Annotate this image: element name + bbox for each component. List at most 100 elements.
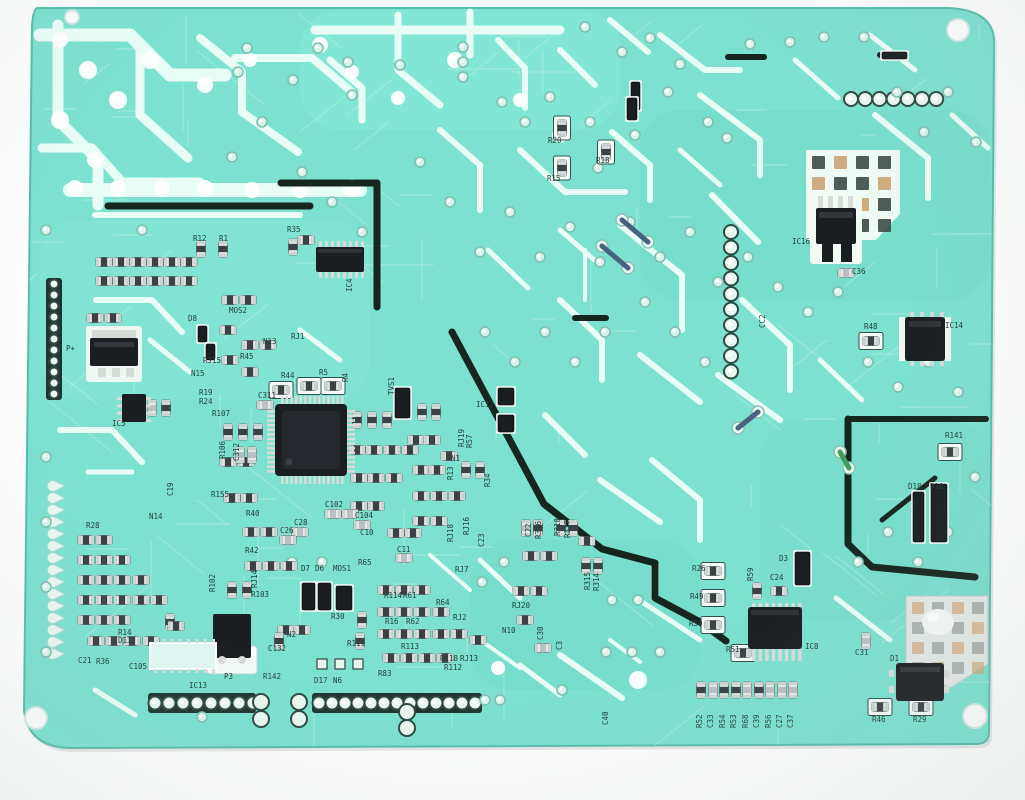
svg-text:C19: C19 xyxy=(166,482,175,496)
svg-text:RJ1: RJ1 xyxy=(291,332,305,341)
svg-text:D1: D1 xyxy=(890,654,899,663)
svg-text:R34: R34 xyxy=(483,473,492,487)
svg-text:R318: R318 xyxy=(553,517,562,536)
svg-text:RJ14: RJ14 xyxy=(250,569,259,588)
svg-text:CC2: CC2 xyxy=(758,314,767,328)
svg-text:R26: R26 xyxy=(692,564,706,573)
svg-text:RJ18: RJ18 xyxy=(446,523,455,542)
svg-text:N2: N2 xyxy=(287,630,296,639)
svg-text:R155: R155 xyxy=(211,490,229,499)
svg-text:N10: N10 xyxy=(502,626,516,635)
svg-text:R16: R16 xyxy=(385,617,399,626)
svg-text:R19: R19 xyxy=(199,388,213,397)
svg-text:R106: R106 xyxy=(218,440,227,459)
svg-text:R62: R62 xyxy=(406,617,420,626)
svg-text:N14: N14 xyxy=(149,512,163,521)
svg-text:D8: D8 xyxy=(188,314,198,323)
svg-text:R56: R56 xyxy=(764,714,773,728)
svg-text:C105: C105 xyxy=(129,662,147,671)
svg-text:D18: D18 xyxy=(908,482,922,491)
svg-text:R30: R30 xyxy=(331,612,345,621)
svg-text:MOS2: MOS2 xyxy=(229,306,247,315)
svg-text:TVS1: TVS1 xyxy=(387,377,396,395)
svg-text:N1: N1 xyxy=(451,454,460,463)
svg-text:R102: R102 xyxy=(208,574,217,592)
svg-text:RJ16: RJ16 xyxy=(462,516,471,535)
svg-text:R315: R315 xyxy=(583,572,592,590)
svg-text:IC5: IC5 xyxy=(112,419,126,428)
svg-text:C31: C31 xyxy=(855,648,869,657)
svg-text:IC8: IC8 xyxy=(805,642,819,651)
svg-text:R141: R141 xyxy=(945,431,963,440)
svg-text:R111: R111 xyxy=(347,639,365,648)
svg-text:C3: C3 xyxy=(555,641,564,650)
svg-text:R112: R112 xyxy=(444,663,462,672)
svg-text:R18: R18 xyxy=(596,156,610,165)
svg-text:R52: R52 xyxy=(695,714,704,728)
svg-text:RJ7: RJ7 xyxy=(455,565,469,574)
svg-text:R314: R314 xyxy=(592,572,601,591)
svg-text:C312: C312 xyxy=(232,443,241,461)
svg-text:R316: R316 xyxy=(534,520,543,539)
svg-text:C102: C102 xyxy=(325,500,343,509)
svg-text:C40: C40 xyxy=(601,711,610,725)
svg-text:C30: C30 xyxy=(536,626,545,640)
svg-text:R15: R15 xyxy=(547,174,561,183)
svg-text:R103: R103 xyxy=(251,590,269,599)
svg-text:C24: C24 xyxy=(770,573,784,582)
svg-text:C11: C11 xyxy=(397,545,411,554)
svg-text:MOS1: MOS1 xyxy=(333,564,351,573)
svg-text:R40: R40 xyxy=(246,509,260,518)
svg-text:RJ19: RJ19 xyxy=(457,429,466,447)
svg-text:C104: C104 xyxy=(355,511,374,520)
svg-text:R46: R46 xyxy=(872,715,886,724)
svg-text:R113: R113 xyxy=(401,642,419,651)
svg-text:R61: R61 xyxy=(403,591,417,600)
svg-text:R114: R114 xyxy=(384,591,403,600)
svg-text:N15: N15 xyxy=(191,369,205,378)
svg-text:C27: C27 xyxy=(775,714,784,728)
svg-text:R44: R44 xyxy=(281,371,295,380)
svg-text:C26: C26 xyxy=(280,526,294,535)
svg-text:RJ2: RJ2 xyxy=(453,613,467,622)
svg-text:R20: R20 xyxy=(548,136,562,145)
svg-text:R35: R35 xyxy=(287,225,301,234)
svg-text:D3: D3 xyxy=(779,554,788,563)
svg-text:R51: R51 xyxy=(726,645,740,654)
svg-text:C28: C28 xyxy=(294,518,308,527)
svg-text:R29: R29 xyxy=(913,715,927,724)
svg-text:D13: D13 xyxy=(118,636,132,645)
svg-text:IC16: IC16 xyxy=(792,237,811,246)
svg-text:C33: C33 xyxy=(706,714,715,728)
svg-text:D6: D6 xyxy=(315,564,325,573)
svg-text:C132: C132 xyxy=(268,644,286,653)
svg-text:C311: C311 xyxy=(258,391,276,400)
svg-text:C10: C10 xyxy=(360,528,374,537)
svg-text:C21: C21 xyxy=(78,656,92,665)
svg-text:RJ20: RJ20 xyxy=(512,601,531,610)
svg-text:IC14: IC14 xyxy=(945,321,964,330)
svg-text:R54: R54 xyxy=(718,714,727,728)
svg-text:P+: P+ xyxy=(66,344,76,353)
svg-text:R50: R50 xyxy=(689,619,703,628)
svg-text:R28: R28 xyxy=(86,521,100,530)
svg-text:R1: R1 xyxy=(219,234,228,243)
svg-text:P3: P3 xyxy=(224,672,233,681)
svg-text:R48: R48 xyxy=(864,322,878,331)
svg-text:N6: N6 xyxy=(333,676,343,685)
svg-text:R317: R317 xyxy=(563,520,572,538)
svg-text:R5: R5 xyxy=(319,368,328,377)
svg-text:IC13: IC13 xyxy=(189,681,207,690)
svg-text:IC4: IC4 xyxy=(345,278,354,292)
svg-text:R118: R118 xyxy=(440,654,459,663)
svg-text:R42: R42 xyxy=(245,546,259,555)
svg-text:R142: R142 xyxy=(263,672,281,681)
svg-text:R64: R64 xyxy=(436,598,450,607)
svg-text:C39: C39 xyxy=(752,714,761,728)
svg-text:R4: R4 xyxy=(341,372,350,382)
svg-text:RJ15: RJ15 xyxy=(203,356,221,365)
svg-text:R53: R53 xyxy=(729,714,738,728)
svg-text:R107: R107 xyxy=(212,409,230,418)
